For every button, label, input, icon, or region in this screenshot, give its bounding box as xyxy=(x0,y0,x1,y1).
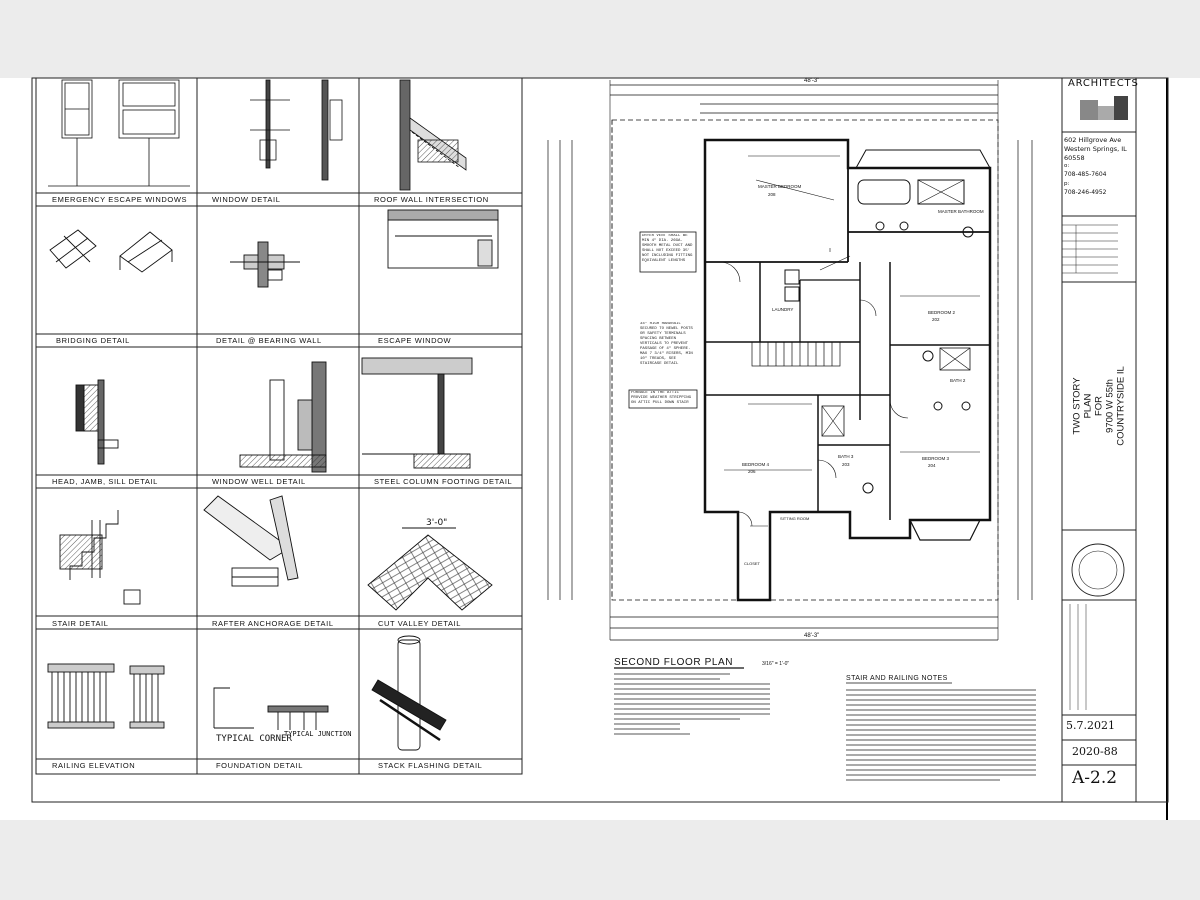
dryer-vent-note: DRYER VENT SHALL BE MIN 4" DIA. 26GA. SM… xyxy=(642,234,693,263)
plan-general-notes-lines xyxy=(614,673,770,735)
typical-corner-label: TYPICAL CORNER xyxy=(216,734,292,744)
detail-label-window: WINDOW DETAIL xyxy=(212,195,281,204)
detail-head-jamb-sill-drawing xyxy=(75,379,119,465)
firm-address-line-3: 60558 xyxy=(1064,154,1085,162)
detail-label-cut-valley: CUT VALLEY DETAIL xyxy=(378,619,462,628)
detail-emergency-escape-windows-drawing xyxy=(48,79,190,187)
room-laundry: LAUNDRY xyxy=(772,307,793,312)
room-bedroom-4: BEDROOM 4 xyxy=(742,462,770,467)
room-sitting-room: SITTING ROOM xyxy=(780,516,809,521)
details-grid xyxy=(35,77,523,775)
detail-railing-elevation-drawing xyxy=(47,663,165,729)
detail-window-drawing xyxy=(250,79,343,181)
room-bedroom-2-num: 202 xyxy=(932,317,940,322)
room-closet: CLOSET xyxy=(744,561,761,566)
room-master-bedroom-num: 208 xyxy=(768,192,776,197)
detail-steel-column-drawing xyxy=(361,357,473,469)
detail-label-emergency-escape-windows: EMERGENCY ESCAPE WINDOWS xyxy=(52,195,188,204)
firm-phone-1: 708-485-7604 xyxy=(1064,171,1107,178)
detail-label-bridging: BRIDGING DETAIL xyxy=(56,336,130,345)
project-line-5: COUNTRYSIDE IL xyxy=(1115,366,1127,446)
title-block xyxy=(1061,77,1137,803)
dim-overall-width-top: 48'-3" xyxy=(804,78,819,84)
detail-bearing-wall-drawing xyxy=(230,241,300,288)
detail-bridging-drawing xyxy=(49,229,173,273)
project-line-4: 9700 W 55th xyxy=(1104,379,1116,433)
detail-stair-drawing xyxy=(59,510,141,605)
plan-scale: 3/16" = 1'-0" xyxy=(762,661,789,667)
sheet-edge-rule xyxy=(1166,78,1168,820)
typical-junction-label: TYPICAL JUNCTION xyxy=(284,730,352,738)
detail-label-head-jamb-sill: HEAD, JAMB, SILL DETAIL xyxy=(52,477,158,486)
room-bedroom-2: BEDROOM 2 xyxy=(928,310,956,315)
firm-phone-label-1: o: xyxy=(1064,163,1070,169)
dim-overall-width-bottom: 48'-3" xyxy=(804,633,819,639)
detail-cut-valley-drawing xyxy=(367,527,493,611)
detail-window-well-drawing xyxy=(239,361,327,473)
detail-label-bearing-wall: DETAIL @ BEARING WALL xyxy=(216,336,322,345)
detail-label-rafter-anchorage: RAFTER ANCHORAGE DETAIL xyxy=(212,619,334,628)
room-master-bedroom: MASTER BEDROOM xyxy=(758,184,802,189)
detail-label-stack-flashing: STACK FLASHING DETAIL xyxy=(378,761,483,770)
detail-stack-flashing-drawing xyxy=(371,635,447,751)
project-line-3: FOR xyxy=(1093,395,1105,417)
stair-notes-text-lines xyxy=(846,689,1036,781)
detail-rafter-anchorage-drawing xyxy=(203,495,299,587)
firm-address-line-2: Western Springs, IL xyxy=(1064,145,1127,153)
room-bedroom-4-num: 206 xyxy=(748,469,756,474)
detail-label-escape-window: ESCAPE WINDOW xyxy=(378,336,452,345)
room-master-bathroom: MASTER BATHROOM xyxy=(938,209,984,214)
drawing-sheet xyxy=(0,78,1200,820)
plan-title: SECOND FLOOR PLAN xyxy=(614,657,733,668)
stair-notes-title: STAIR AND RAILING NOTES xyxy=(846,675,948,682)
room-bath-3: BATH 3 xyxy=(838,454,854,459)
firm-phone-2: 708-246-4952 xyxy=(1064,189,1107,196)
drawing-date: 5.7.2021 xyxy=(1066,719,1115,732)
cut-valley-dimension: 3'-0" xyxy=(426,518,448,528)
detail-foundation-drawing xyxy=(213,687,329,730)
furnace-note: FURNACE IN THE ATTIC PROVIDE WEATHER STR… xyxy=(631,391,692,405)
firm-name: ARCHITECTS xyxy=(1068,78,1139,89)
project-line-1: TWO STORY xyxy=(1071,377,1083,435)
detail-roof-wall-drawing xyxy=(399,79,467,191)
detail-label-foundation: FOUNDATION DETAIL xyxy=(216,761,304,770)
detail-label-window-well: WINDOW WELL DETAIL xyxy=(212,477,306,486)
handrail-note: 34" HIGH HANDRAIL SECURED TO NEWEL POSTS… xyxy=(640,322,693,366)
room-bedroom-3-num: 204 xyxy=(928,463,936,468)
job-number: 2020-88 xyxy=(1072,745,1118,758)
firm-address-line-1: 602 Hillgrove Ave xyxy=(1064,136,1122,144)
sheet-number: A-2.2 xyxy=(1072,768,1118,788)
room-bath-3-num: 203 xyxy=(842,462,850,467)
room-bath-2: BATH 2 xyxy=(950,378,966,383)
detail-escape-window-drawing xyxy=(387,209,499,269)
floor-plan xyxy=(547,80,1033,641)
project-line-2: PLAN xyxy=(1082,393,1094,419)
firm-phone-label-2: p: xyxy=(1064,181,1070,187)
detail-label-roof-wall: ROOF WALL INTERSECTION xyxy=(374,195,489,204)
detail-label-stair: STAIR DETAIL xyxy=(52,619,109,628)
detail-label-steel-column: STEEL COLUMN FOOTING DETAIL xyxy=(374,477,513,486)
detail-label-railing-elevation: RAILING ELEVATION xyxy=(52,761,136,770)
room-bedroom-3: BEDROOM 3 xyxy=(922,456,950,461)
